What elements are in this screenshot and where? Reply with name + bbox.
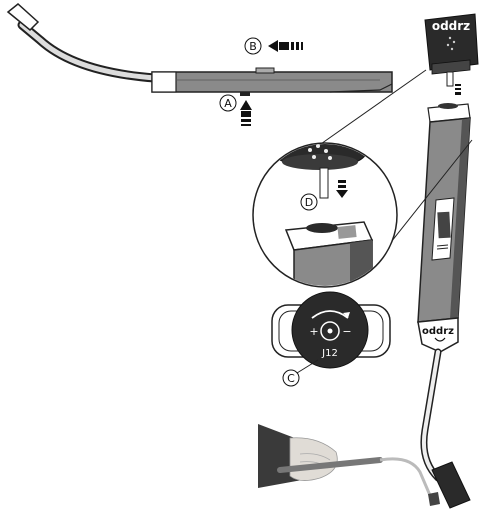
- cap-brand: oddrz: [432, 19, 470, 33]
- base-brand: oddrz: [422, 326, 454, 337]
- dial-model: J12: [321, 348, 338, 359]
- callout-b: B: [244, 37, 262, 55]
- callout-a: A: [219, 94, 237, 112]
- label-c: C: [287, 372, 295, 385]
- label-d: D: [305, 196, 313, 209]
- callout-c: C: [282, 369, 300, 387]
- zoom-line-bottom: [379, 139, 473, 257]
- label-a: A: [224, 97, 232, 110]
- wand-with-cap-icon: oddrz oddrz: [417, 13, 479, 509]
- dial-minus: −: [342, 325, 351, 338]
- arrow-a-icon: [240, 100, 252, 126]
- hand-holding-wand-icon: [258, 424, 440, 506]
- arrow-b-icon: [268, 40, 303, 52]
- dial-plus: +: [309, 325, 318, 338]
- callout-c-line: [296, 359, 319, 374]
- flexible-light-wand-icon: [6, 3, 393, 96]
- zoom-detail-icon: [252, 142, 398, 288]
- adjustment-dial-icon: + − J12: [271, 291, 391, 369]
- callout-d: D: [300, 193, 318, 211]
- zoom-line-top: [317, 69, 427, 147]
- label-b: B: [249, 40, 257, 53]
